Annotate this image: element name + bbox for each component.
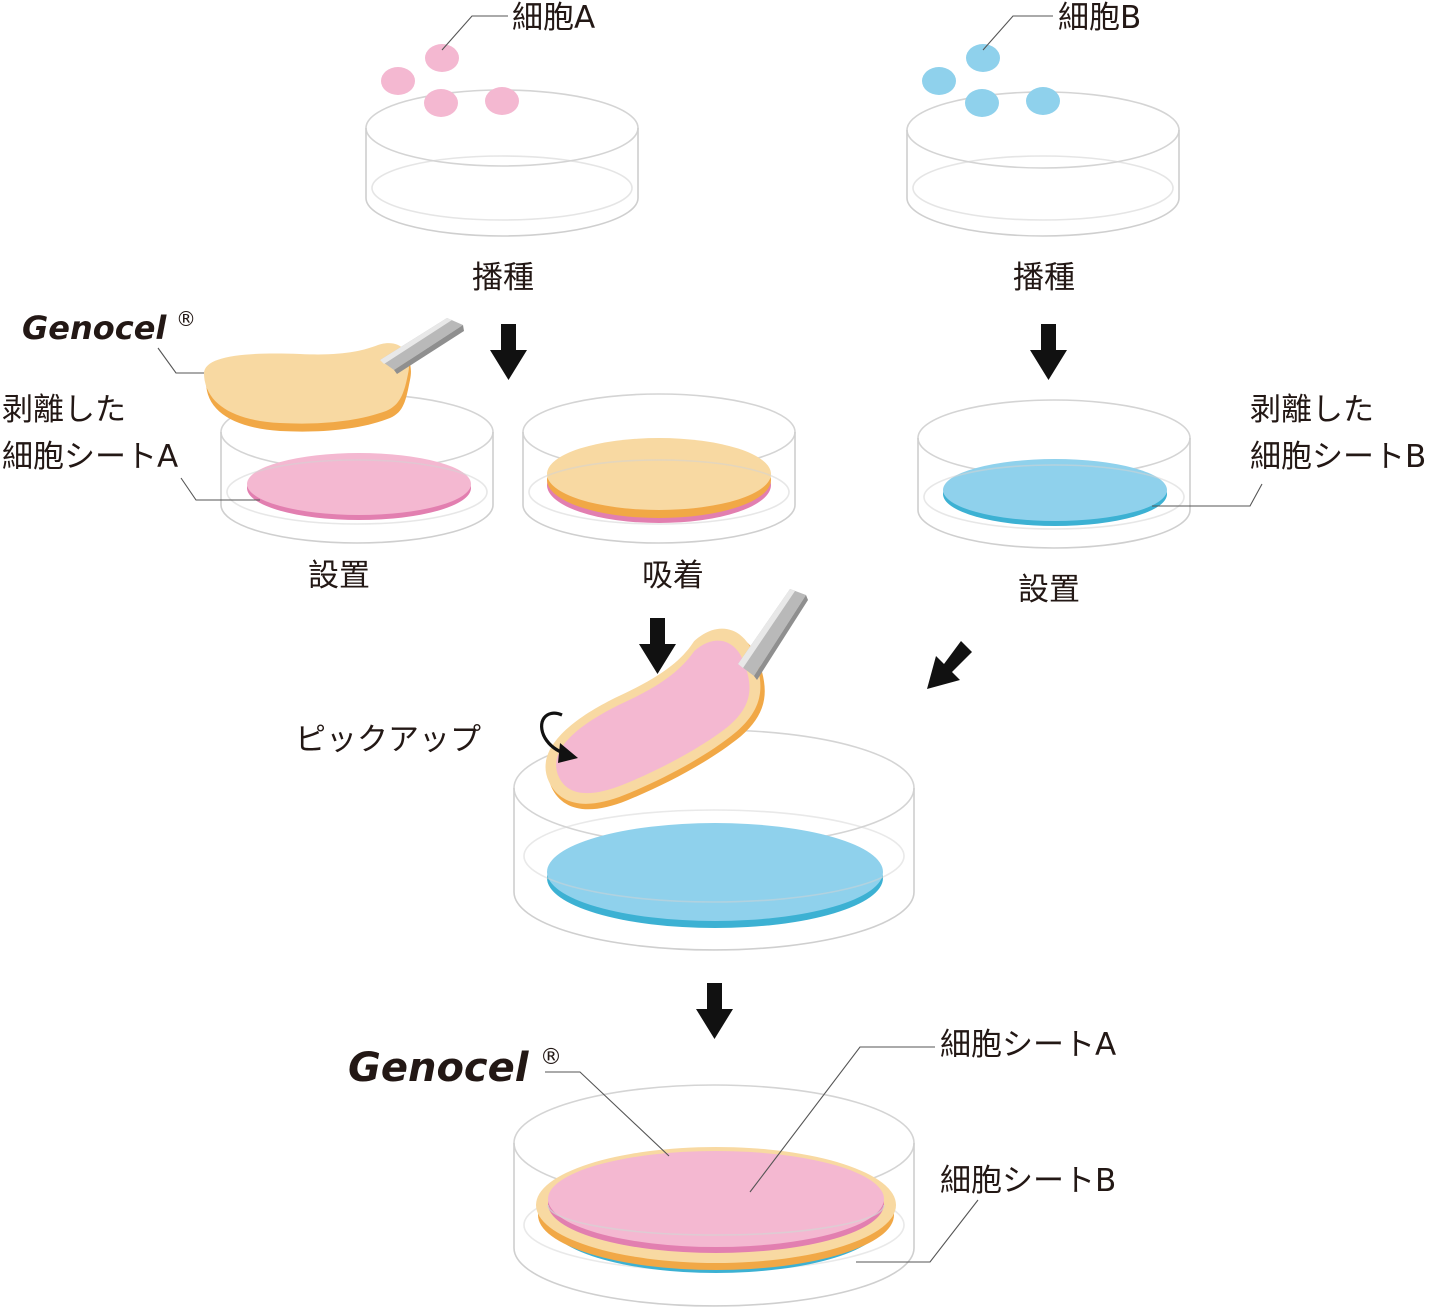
cell-b-dot — [966, 44, 1000, 72]
lifted-sheet-a-with-genocel — [545, 628, 765, 810]
adsorption-label: 吸着 — [642, 558, 704, 594]
cell-a-dot — [425, 44, 459, 72]
down-arrow-icon — [490, 324, 527, 380]
cell-sheet-a — [247, 453, 471, 515]
detached-sheet-b-label-2: 細胞シートB — [1250, 439, 1426, 475]
flip-arrow-icon — [540, 711, 578, 763]
final-sheet-a-leader — [749, 1046, 935, 1193]
genocel-on-sheet-a — [547, 438, 771, 510]
genocel-brand-top: Genocel — [22, 309, 167, 347]
final-sheet-b-label: 細胞シートB — [940, 1163, 1116, 1199]
cell-a-dot — [485, 87, 519, 115]
genocel-brand-bottom: Genocel — [348, 1045, 530, 1091]
detached-sheet-a-label-1: 剥離した — [2, 392, 126, 428]
seeding-label-b: 播種 — [1013, 260, 1075, 296]
cells-b-group — [922, 44, 1060, 117]
cell-a-label: 細胞A — [512, 0, 595, 36]
cell-b-dot — [965, 89, 999, 117]
tweezers-icon — [738, 589, 808, 680]
dish-adsorption — [522, 393, 796, 544]
detached-sheet-b-label-1: 剥離した — [1250, 392, 1374, 428]
down-arrow-icon — [1030, 324, 1067, 380]
cell-b-dot — [1026, 87, 1060, 115]
sheet-a-leader — [180, 477, 260, 501]
pickup-label: ピックアップ — [295, 722, 481, 758]
diagonal-arrow-icon — [927, 641, 972, 689]
final-sheet-a-label: 細胞シートA — [940, 1027, 1116, 1063]
final-cell-sheet-a — [548, 1151, 884, 1247]
stacked-sheets — [536, 1147, 896, 1273]
cell-a-dot — [424, 89, 458, 117]
dish-placement-b — [917, 399, 1191, 549]
down-arrow-icon — [696, 983, 733, 1039]
registered-mark-bottom: ® — [540, 1045, 562, 1070]
placement-label-a: 設置 — [308, 558, 370, 594]
cell-b-leader — [982, 15, 1053, 51]
cell-a-leader — [441, 15, 508, 51]
sheet-b-leader — [1152, 483, 1263, 507]
placement-label-b: 設置 — [1018, 572, 1080, 608]
dish-placement-a — [220, 393, 494, 544]
cells-a-group — [381, 44, 519, 117]
cell-sheet-b-in-dish — [547, 823, 883, 921]
genocel-membrane-floating — [203, 343, 411, 432]
cell-b-dot — [922, 67, 956, 95]
cell-b-label: 細胞B — [1058, 0, 1141, 36]
tweezers-icon — [380, 318, 464, 374]
down-arrow-icon — [639, 618, 676, 674]
final-sheet-b-leader — [856, 1199, 979, 1263]
cell-a-dot — [381, 67, 415, 95]
genocel-bottom-leader — [545, 1071, 670, 1157]
cell-sheet-b — [943, 459, 1167, 521]
registered-mark-top: ® — [176, 307, 196, 331]
seeding-label-a: 播種 — [472, 260, 534, 296]
detached-sheet-a-label-2: 細胞シートA — [2, 439, 178, 475]
